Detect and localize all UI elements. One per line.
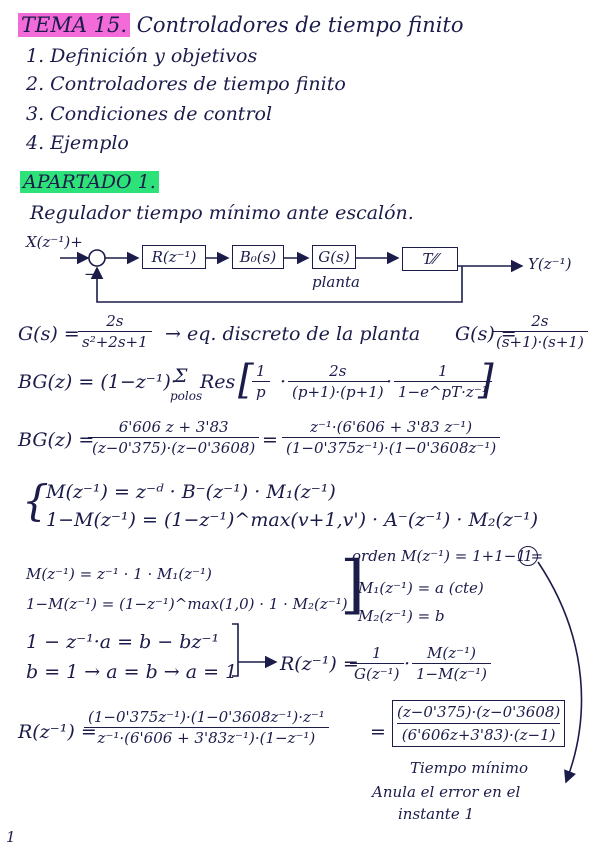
orden-text: orden M(z⁻¹) = 1+1−1 = [352, 547, 544, 565]
sum-subscript: polos [170, 389, 203, 403]
page-number: 1 [6, 828, 16, 846]
note-anula-error: Anula el error en el [372, 783, 521, 801]
diagram-output: Y(z⁻¹) [528, 255, 572, 273]
system-brace: { [22, 476, 49, 525]
index-item: 2. Controladores de tiempo finito [26, 73, 346, 95]
eq1-rhs-lhs: G(s) = [455, 323, 517, 345]
block-controller: R(z⁻¹) [142, 245, 206, 269]
solve-line-1: 1 − z⁻¹·a = b − bz⁻¹ [26, 631, 220, 653]
solve-line-2: b = 1 → a = b → a = 1 [26, 661, 238, 683]
diagram-input: X(z⁻¹)+ [26, 233, 83, 251]
final-result-box: (z−0'375)·(z−0'3608) (6'606z+3'83)·(z−1) [392, 700, 566, 747]
system-line-1: M(z⁻¹) = z⁻ᵈ · B⁻(z⁻¹) · M₁(z⁻¹) [46, 481, 336, 503]
section-subtitle: Regulador tiempo mínimo ante escalón. [30, 202, 414, 224]
index-item: 1. Definición y objetivos [26, 45, 258, 67]
eq1-arrow-text: → eq. discreto de la planta [165, 323, 421, 345]
block-plant: G(s) [312, 245, 356, 269]
bracket-open: [ [238, 357, 254, 403]
box-denominator: (6'606z+3'83)·(z−1) [401, 726, 556, 744]
orden-circled-value: 1 [518, 546, 538, 566]
m1-line: M₁(z⁻¹) = a (cte) [358, 579, 484, 597]
page-title: TEMA 15. Controladores de tiempo finito [18, 13, 464, 37]
tema-tag: TEMA 15. [18, 13, 131, 37]
eq3-fraction: 6'606 z + 3'83(z−0'375)·(z−0'3608) [88, 418, 260, 457]
note-instante: instante 1 [398, 805, 475, 823]
block-sampler: T⁄⁄ [402, 247, 458, 271]
system2-close-bracket: ] [340, 548, 365, 622]
eq3-rhs-fraction: z⁻¹·(6'606 + 3'83 z⁻¹)(1−0'375z⁻¹)·(1−0'… [282, 418, 501, 457]
bracket-close: ] [478, 357, 494, 403]
residue-label: Res [200, 371, 236, 393]
index-item: 3. Condiciones de control [26, 103, 273, 125]
r-lhs: R(z⁻¹) = [280, 653, 359, 675]
m2-line: M₂(z⁻¹) = b [358, 607, 445, 625]
final-lhs: R(z⁻¹) = [18, 721, 97, 743]
eq3-lhs: BG(z) = [18, 429, 95, 451]
eq2-lhs: BG(z) = (1−z⁻¹)· [18, 371, 177, 393]
eq1-rhs-fraction: 2s(s+1)·(s+1) [492, 312, 588, 351]
eq2-frac-2: 2s(p+1)·(p+1) [288, 362, 388, 401]
tema-title: Controladores de tiempo finito [136, 13, 464, 37]
note-tiempo-minimo: Tiempo mínimo [410, 759, 529, 777]
sum-symbol: Σ [174, 365, 188, 387]
box-numerator: (z−0'375)·(z−0'3608) [397, 703, 561, 721]
section-tag: APARTADO 1. [20, 171, 159, 193]
diagram-minus-sign: − [84, 265, 97, 283]
block-hold: B₀(s) [232, 245, 284, 269]
system2-line-1: M(z⁻¹) = z⁻¹ · 1 · M₁(z⁻¹) [26, 565, 212, 583]
system2-line-2: 1−M(z⁻¹) = (1−z⁻¹)^max(1,0) · 1 · M₂(z⁻¹… [26, 595, 348, 613]
plant-label: planta [312, 273, 360, 291]
r-frac-2: M(z⁻¹)1−M(z⁻¹) [412, 644, 492, 683]
index-item: 4. Ejemplo [26, 132, 129, 154]
system-line-2: 1−M(z⁻¹) = (1−z⁻¹)^max(v+1,v') · A⁻(z⁻¹)… [46, 509, 538, 531]
eq1-lhs: G(s) = [18, 323, 80, 345]
